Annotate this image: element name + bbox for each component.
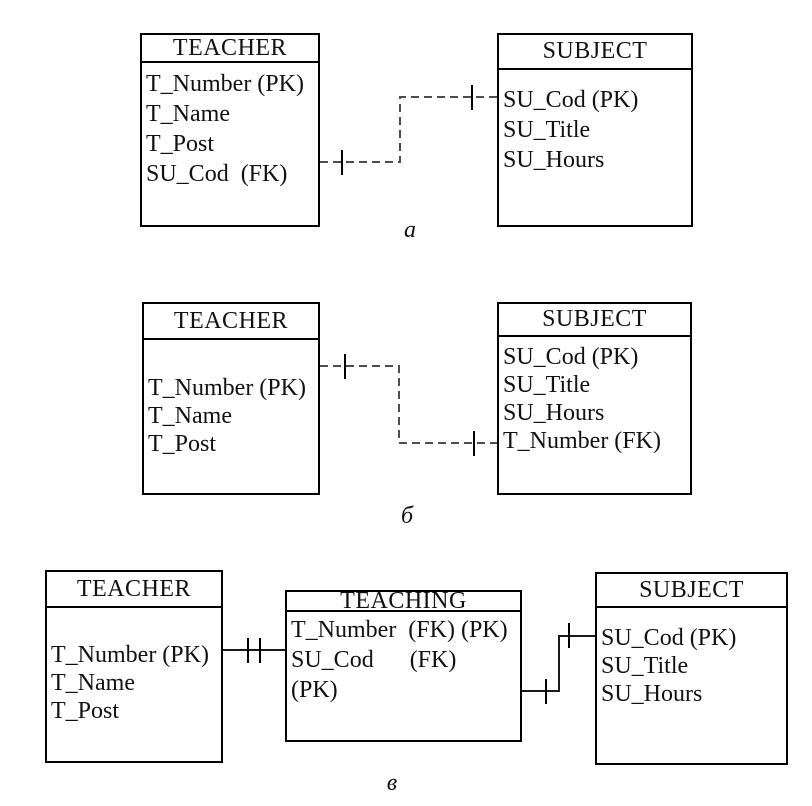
- entity-attribute: SU_Cod (PK): [503, 87, 639, 113]
- entity-title: TEACHER: [144, 304, 318, 340]
- entity-box-teacher-a: TEACHER T_Number (PK) T_Name T_Post SU_C…: [140, 33, 320, 227]
- relationship-line-b: [320, 365, 497, 444]
- entity-box-subject-b: SUBJECT SU_Cod (PK) SU_Title SU_Hours T_…: [497, 302, 692, 495]
- entity-attribute: SU_Hours: [503, 147, 605, 173]
- entity-attribute: SU_Cod (PK): [601, 625, 737, 651]
- entity-attribute: SU_Title: [503, 372, 591, 398]
- entity-attribute: SU_Cod (PK): [503, 344, 639, 370]
- entity-title: SUBJECT: [499, 304, 690, 337]
- entity-attribute: T_Number (PK): [146, 71, 304, 97]
- entity-box-teacher-b: TEACHER T_Number (PK) T_Name T_Post: [142, 302, 320, 495]
- entity-attribute: T_Name: [146, 101, 230, 127]
- entity-attribute: T_Post: [146, 131, 215, 157]
- entity-attribute: SU_Cod (FK): [146, 161, 288, 187]
- entity-attribute: T_Name: [148, 403, 232, 429]
- entity-attribute-list: T_Number (FK) (PK) SU_Cod (FK) (PK): [287, 612, 520, 705]
- relationship-line-a: [320, 96, 497, 163]
- entity-box-subject-c: SUBJECT SU_Cod (PK) SU_Title SU_Hours: [595, 572, 788, 765]
- entity-attribute: (PK): [291, 677, 338, 703]
- diagram-caption-b: б: [400, 503, 414, 529]
- entity-attribute: SU_Title: [503, 117, 591, 143]
- entity-title: TEACHER: [47, 572, 221, 608]
- entity-attribute-list: SU_Cod (PK) SU_Title SU_Hours T_Number (…: [499, 337, 690, 455]
- entity-attribute: T_Post: [148, 431, 217, 457]
- entity-attribute-list: SU_Cod (PK) SU_Title SU_Hours: [499, 70, 691, 175]
- entity-attribute-list: T_Number (PK) T_Name T_Post SU_Cod (FK): [142, 63, 318, 189]
- entity-title: SUBJECT: [597, 574, 786, 608]
- entity-box-teaching-c: TEACHING T_Number (FK) (PK) SU_Cod (FK) …: [285, 588, 522, 742]
- entity-attribute: SU_Cod (FK): [291, 647, 457, 673]
- entity-title: TEACHING: [287, 588, 520, 614]
- entity-attribute: T_Number (FK) (PK): [291, 617, 508, 643]
- diagram-caption-a: а: [404, 217, 416, 243]
- entity-title: TEACHER: [142, 35, 318, 63]
- entity-attribute-list: T_Number (PK) T_Name T_Post: [144, 340, 318, 458]
- entity-attribute: SU_Title: [601, 653, 689, 679]
- entity-attribute: T_Post: [51, 698, 120, 724]
- diagram-caption-c: в: [386, 770, 398, 796]
- entity-attribute: SU_Hours: [503, 400, 605, 426]
- entity-attribute-list: T_Number (PK) T_Name T_Post: [47, 608, 221, 725]
- entity-title: SUBJECT: [499, 35, 691, 70]
- entity-attribute: T_Number (FK): [503, 428, 661, 454]
- relationship-line-c-right: [522, 635, 595, 692]
- entity-attribute: T_Name: [51, 670, 135, 696]
- entity-attribute: SU_Hours: [601, 681, 703, 707]
- entity-attribute: T_Number (PK): [51, 642, 209, 668]
- entity-attribute: T_Number (PK): [148, 375, 306, 401]
- entity-attribute-list: SU_Cod (PK) SU_Title SU_Hours: [597, 608, 786, 708]
- entity-box-teacher-c: TEACHER T_Number (PK) T_Name T_Post: [45, 570, 223, 763]
- entity-box-subject-a: SUBJECT SU_Cod (PK) SU_Title SU_Hours: [497, 33, 693, 227]
